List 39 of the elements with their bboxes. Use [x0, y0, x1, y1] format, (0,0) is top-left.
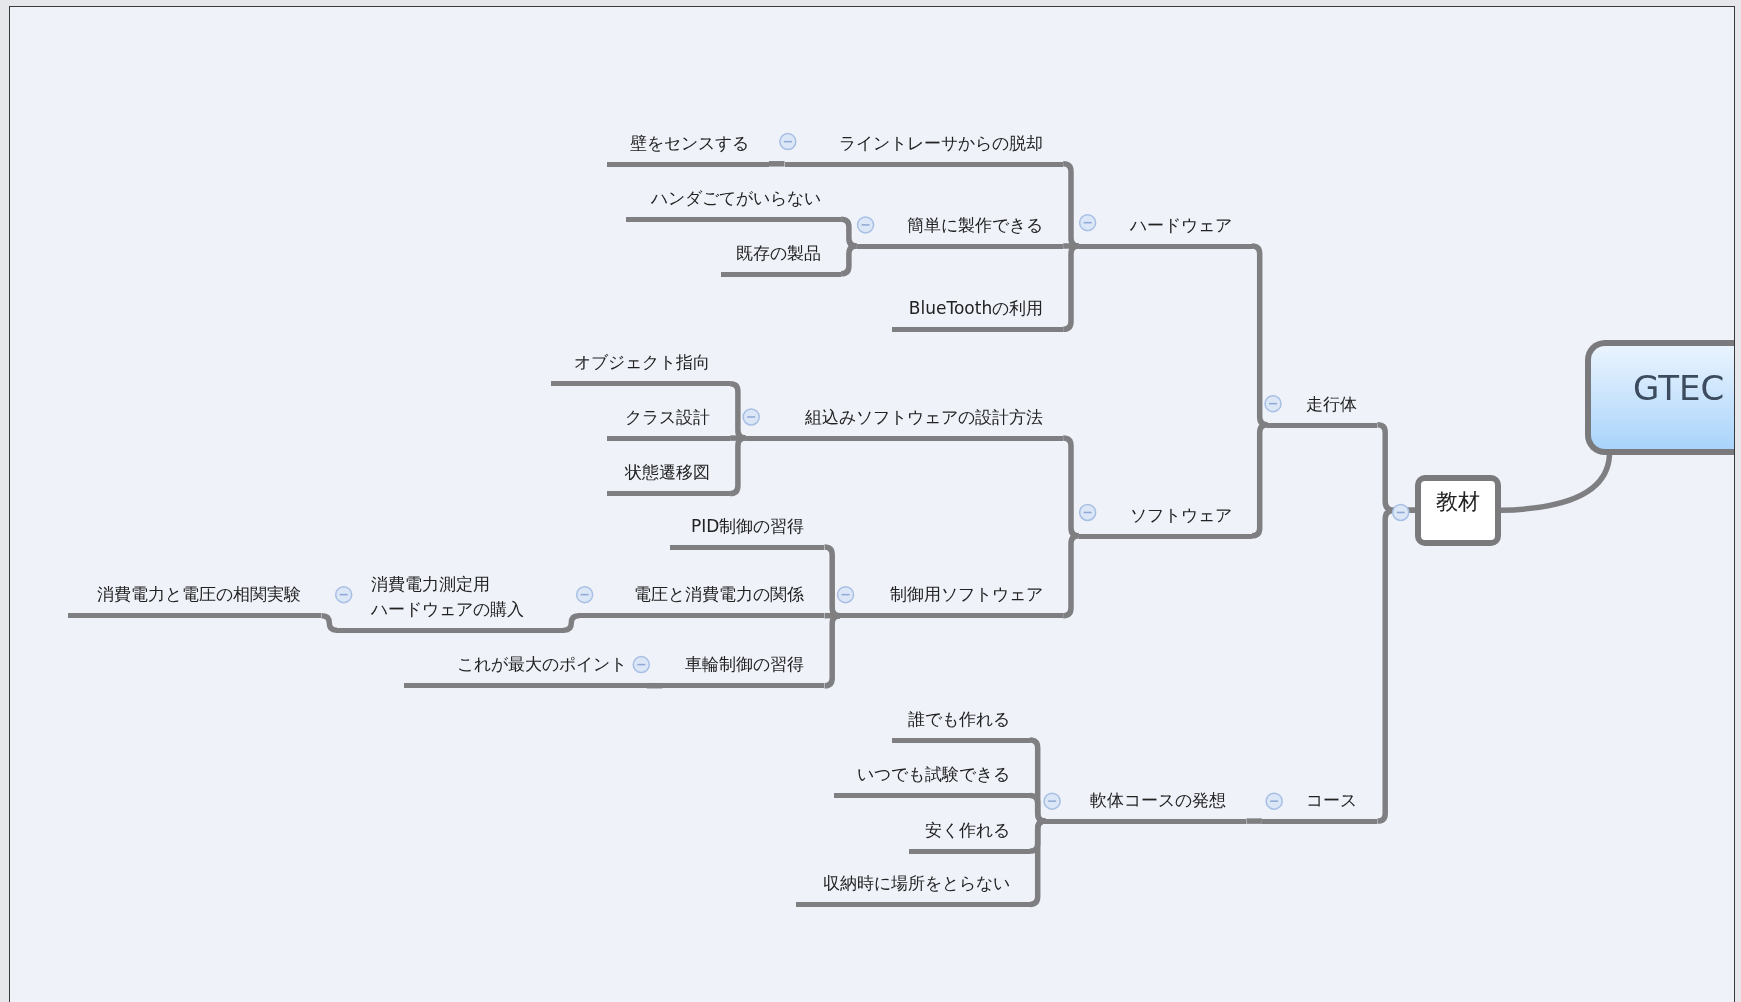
connector-line [1060, 243, 1082, 333]
topic-label: 走行体 [1267, 387, 1378, 428]
topic-label: 制御用ソフトウェア [840, 577, 1064, 619]
topic-label: ハンダごてがいらない [625, 181, 842, 223]
connector-line [561, 612, 582, 633]
topic-label: コース [1261, 783, 1378, 824]
connector-line [838, 243, 860, 277]
topic-label: 簡単に製作できる [856, 208, 1064, 249]
topic-box: 教材 [1415, 474, 1501, 546]
topic-label: 安く作れる [908, 813, 1030, 854]
topic-label: ハードウェア [1078, 208, 1252, 249]
topic-label: 既存の製品 [721, 236, 842, 277]
topic-label: 壁をセンスする [606, 126, 769, 167]
topic-label: これが最大のポイント [403, 647, 647, 689]
connector-line [319, 612, 340, 633]
topic-label: 消費電力と電圧の相関実験 [68, 577, 322, 619]
topic-label: 車輪制御の習得 [662, 647, 825, 689]
connector-line [727, 435, 749, 497]
topic-label: 収納時に場所をとらない [795, 866, 1030, 908]
topic-label: クラス設計 [606, 400, 731, 441]
topic-label: 消費電力測定用ハードウェアの購入 [337, 561, 564, 633]
topic-label: ライントレーサからの脱却 [784, 126, 1064, 167]
topic-label: ソフトウェア [1078, 498, 1252, 539]
topic-label: 状態遷移図 [606, 455, 731, 497]
connector-line [1060, 533, 1082, 619]
central-topic-box: GTEC [1585, 340, 1734, 455]
connector-line [1249, 422, 1271, 539]
connector-line [1500, 454, 1613, 514]
connector-line [1243, 818, 1265, 824]
topic-label: 軟体コースの発想 [1045, 783, 1247, 824]
topic-label: 組込みソフトウェアの設計方法 [745, 400, 1064, 441]
topic-label: いつでも試験できる [834, 757, 1030, 799]
topic-label: PID制御の習得 [670, 509, 825, 550]
topic-label: BlueToothの利用 [892, 291, 1064, 332]
topic-label: オブジェクト指向 [551, 345, 731, 387]
topic-label: 誰でも作れる [892, 702, 1030, 743]
connector-line [1374, 507, 1416, 824]
topic-label: 電圧と消費電力の関係 [579, 577, 825, 619]
connector-line [766, 161, 788, 167]
